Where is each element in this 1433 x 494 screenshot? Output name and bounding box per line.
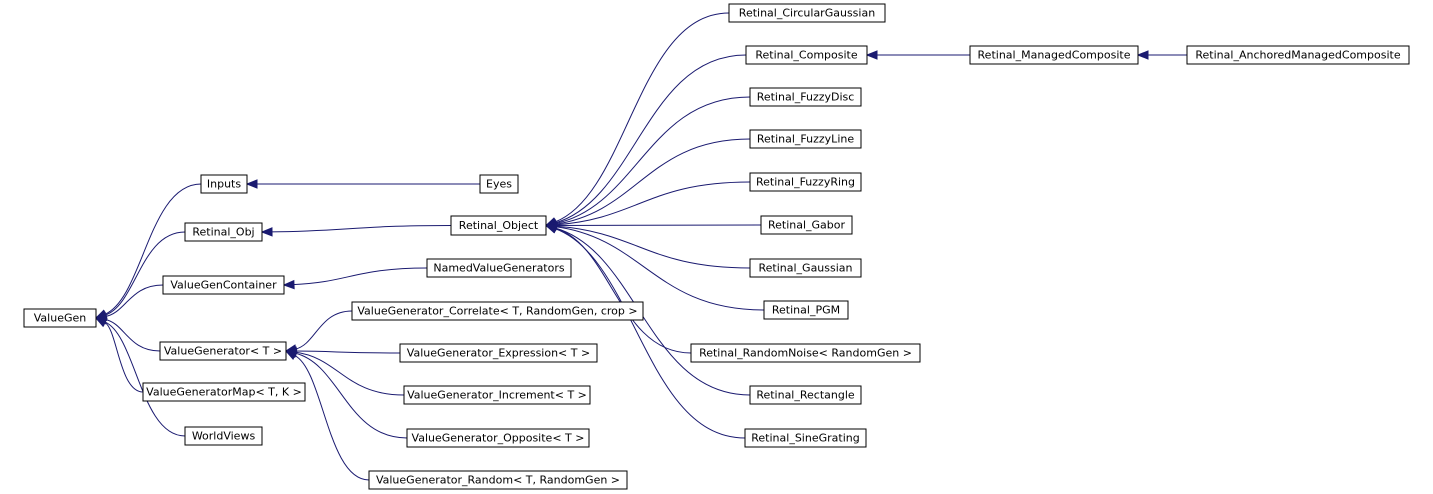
inheritance-edge-retinal_circulargaussian-to-retinal_object: [554, 12, 730, 223]
inheritance-edge-retinal_fuzzyline-to-retinal_object: [554, 138, 751, 225]
inheritance-edge-vg_random-to-valuegenerator: [294, 355, 370, 481]
svg-text:Retinal_Object: Retinal_Object: [459, 219, 539, 232]
node-valuegencontainer[interactable]: ValueGenContainer: [162, 275, 285, 295]
arrowhead-inputs: [245, 179, 258, 189]
svg-text:Eyes: Eyes: [486, 178, 512, 191]
node-vg-opposite[interactable]: ValueGenerator_Opposite< T >: [406, 428, 590, 448]
node-retinal-composite[interactable]: Retinal_Composite: [745, 45, 868, 65]
svg-text:Retinal_Obj: Retinal_Obj: [192, 226, 254, 239]
inheritance-edge-vg_opposite-to-valuegenerator: [294, 352, 408, 439]
inheritance-edge-valuegeneratormap-to-valuegen: [104, 322, 144, 393]
node-retinal-pgm[interactable]: Retinal_PGM: [763, 300, 849, 320]
svg-text:Retinal_FuzzyDisc: Retinal_FuzzyDisc: [757, 91, 855, 104]
arrowhead-valuegencontainer: [282, 279, 295, 290]
inheritance-edge-namedvaluegenerators-to-valuegencontainer: [292, 267, 428, 286]
arrowhead-retinal_obj: [260, 227, 273, 237]
svg-text:ValueGenerator_Opposite< T >: ValueGenerator_Opposite< T >: [412, 432, 585, 445]
node-valuegenerator[interactable]: ValueGenerator< T >: [159, 341, 287, 361]
node-retinal-gaussian[interactable]: Retinal_Gaussian: [749, 258, 862, 278]
svg-text:WorldViews: WorldViews: [192, 430, 256, 443]
node-retinal-fuzzydisc[interactable]: Retinal_FuzzyDisc: [749, 87, 862, 107]
edges-layer: [94, 12, 1187, 481]
inheritance-edge-retinal_obj-to-valuegen: [104, 231, 186, 316]
node-valuegeneratormap[interactable]: ValueGeneratorMap< T, K >: [142, 382, 306, 402]
svg-text:Retinal_Composite: Retinal_Composite: [755, 49, 857, 62]
svg-text:ValueGenerator_Random< T, Rand: ValueGenerator_Random< T, RandomGen >: [376, 474, 620, 487]
node-retinal-object[interactable]: Retinal_Object: [450, 215, 547, 236]
node-retinal-randomnoise[interactable]: Retinal_RandomNoise< RandomGen >: [690, 343, 921, 363]
arrowhead-valuegenerator: [284, 350, 298, 361]
inheritance-edge-retinal_sinegrating-to-retinal_object: [554, 228, 746, 439]
node-vg-expression[interactable]: ValueGenerator_Expression< T >: [399, 343, 598, 363]
arrowhead-retinal_object: [544, 224, 558, 234]
node-eyes[interactable]: Eyes: [479, 174, 519, 194]
node-inputs[interactable]: Inputs: [200, 174, 248, 194]
svg-text:Retinal_CircularGaussian: Retinal_CircularGaussian: [739, 7, 875, 20]
svg-text:ValueGenerator_Increment< T >: ValueGenerator_Increment< T >: [407, 389, 587, 402]
svg-text:Retinal_ManagedComposite: Retinal_ManagedComposite: [978, 49, 1131, 62]
inheritance-edge-retinal_pgm-to-retinal_object: [554, 226, 765, 311]
nodes-layer: ValueGen Inputs Retinal_Obj ValueGenCont…: [23, 3, 1410, 490]
arrowhead-valuegen: [94, 317, 108, 327]
node-retinal-anchoredmanagedcomposite[interactable]: Retinal_AnchoredManagedComposite: [1186, 45, 1410, 65]
inheritance-edge-retinal_gaussian-to-retinal_object: [554, 225, 751, 269]
svg-text:ValueGenerator_Expression< T >: ValueGenerator_Expression< T >: [407, 347, 590, 360]
node-vg-increment[interactable]: ValueGenerator_Increment< T >: [403, 385, 591, 405]
inheritance-edge-vg_increment-to-valuegenerator: [294, 351, 405, 396]
inheritance-edge-retinal_composite-to-retinal_object: [554, 54, 747, 224]
svg-text:ValueGenContainer: ValueGenContainer: [170, 279, 277, 292]
svg-text:Retinal_Rectangle: Retinal_Rectangle: [756, 389, 855, 402]
svg-text:Retinal_RandomNoise< RandomGen: Retinal_RandomNoise< RandomGen >: [699, 347, 912, 360]
node-worldviews[interactable]: WorldViews: [184, 426, 263, 446]
inheritance-edge-retinal_fuzzydisc-to-retinal_object: [554, 96, 751, 225]
node-retinal-sinegrating[interactable]: Retinal_SineGrating: [744, 428, 867, 448]
svg-text:Retinal_AnchoredManagedComposi: Retinal_AnchoredManagedComposite: [1195, 49, 1400, 62]
svg-text:ValueGenerator< T >: ValueGenerator< T >: [164, 345, 282, 358]
inheritance-edge-vg_correlate-to-valuegenerator: [294, 310, 353, 350]
node-retinal-managedcomposite[interactable]: Retinal_ManagedComposite: [969, 45, 1139, 65]
inheritance-edge-retinal_fuzzyring-to-retinal_object: [554, 181, 751, 226]
arrowhead-retinal_composite: [865, 50, 878, 60]
node-vg-correlate[interactable]: ValueGenerator_Correlate< T, RandomGen, …: [351, 301, 644, 321]
node-retinal-gabor[interactable]: Retinal_Gabor: [760, 215, 853, 235]
inheritance-edge-valuegencontainer-to-valuegen: [104, 284, 164, 318]
node-retinal-rectangle[interactable]: Retinal_Rectangle: [749, 385, 862, 405]
inheritance-edge-retinal_rectangle-to-retinal_object: [554, 227, 751, 396]
node-namedvaluegenerators[interactable]: NamedValueGenerators: [426, 258, 572, 278]
svg-text:Inputs: Inputs: [207, 178, 241, 191]
node-retinal-fuzzyline[interactable]: Retinal_FuzzyLine: [749, 129, 862, 149]
node-retinal-circulargaussian[interactable]: Retinal_CircularGaussian: [728, 3, 886, 23]
svg-text:Retinal_Gabor: Retinal_Gabor: [768, 219, 846, 232]
arrowhead-retinal_managedcomposite: [1136, 50, 1149, 60]
svg-text:ValueGenerator_Correlate< T, R: ValueGenerator_Correlate< T, RandomGen, …: [357, 305, 637, 318]
inheritance-edge-worldviews-to-valuegen: [104, 321, 186, 437]
svg-text:ValueGen: ValueGen: [34, 312, 86, 325]
node-retinal-obj[interactable]: Retinal_Obj: [184, 222, 263, 242]
inheritance-edge-valuegenerator-to-valuegen: [104, 319, 161, 352]
svg-text:Retinal_PGM: Retinal_PGM: [772, 304, 840, 317]
inheritance-edge-vg_expression-to-valuegenerator: [294, 350, 401, 354]
svg-text:Retinal_FuzzyRing: Retinal_FuzzyRing: [756, 176, 855, 189]
svg-text:NamedValueGenerators: NamedValueGenerators: [433, 262, 565, 275]
svg-text:Retinal_Gaussian: Retinal_Gaussian: [758, 262, 852, 275]
svg-text:ValueGeneratorMap< T, K >: ValueGeneratorMap< T, K >: [146, 386, 302, 399]
node-valuegen[interactable]: ValueGen: [23, 308, 97, 328]
node-retinal-fuzzyring[interactable]: Retinal_FuzzyRing: [749, 172, 862, 192]
svg-text:Retinal_FuzzyLine: Retinal_FuzzyLine: [757, 133, 854, 146]
inheritance-edge-retinal_object-to-retinal_obj: [270, 225, 452, 233]
node-vg-random[interactable]: ValueGenerator_Random< T, RandomGen >: [368, 470, 628, 490]
svg-text:Retinal_SineGrating: Retinal_SineGrating: [751, 432, 859, 445]
inheritance-edge-inputs-to-valuegen: [104, 183, 202, 315]
inheritance-edge-retinal_randomnoise-to-retinal_object: [554, 227, 692, 354]
